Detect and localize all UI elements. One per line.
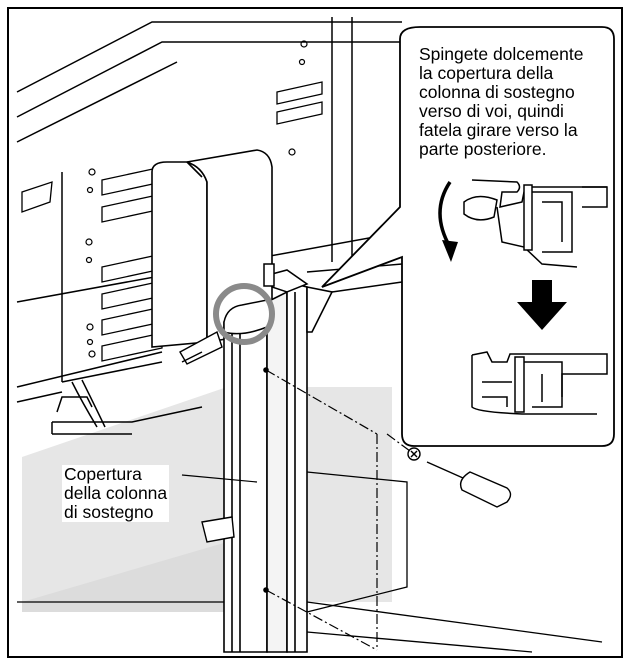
part-label: Copertura della colonna di sostegno bbox=[62, 464, 170, 522]
instruction-line: Spingete dolcemente bbox=[419, 44, 584, 64]
left-base bbox=[51, 379, 203, 435]
instruction-line: parte posteriore. bbox=[419, 139, 547, 159]
screw-guides bbox=[265, 369, 415, 651]
cross-section-after bbox=[471, 351, 608, 415]
label-leader bbox=[181, 474, 258, 483]
part-label-line: della colonna bbox=[64, 483, 168, 503]
screwdriver-icon bbox=[426, 461, 512, 508]
side-strap bbox=[179, 330, 235, 543]
floor-lines bbox=[17, 471, 603, 653]
instruction-line: fatela girare verso la bbox=[419, 120, 578, 140]
highlight-circle bbox=[213, 283, 275, 345]
part-label-line: di sostegno bbox=[64, 502, 154, 522]
instruction-line: colonna di sostegno bbox=[419, 82, 575, 102]
instruction-text: Spingete dolcemente la copertura della c… bbox=[419, 44, 621, 159]
column-cap bbox=[223, 263, 309, 335]
monitor-back-panel bbox=[16, 17, 403, 403]
part-label-line: Copertura bbox=[64, 464, 142, 484]
rotate-arrow-icon bbox=[438, 181, 458, 262]
cross-section-before bbox=[463, 179, 608, 268]
panel-holes bbox=[85, 40, 308, 358]
down-arrow-icon bbox=[517, 280, 567, 330]
assembly-illustration bbox=[16, 17, 615, 653]
instruction-line: verso di voi, quindi bbox=[419, 101, 564, 121]
callout-bubble bbox=[321, 26, 615, 447]
instruction-line: la copertura della bbox=[419, 63, 554, 83]
mounting-bracket bbox=[151, 149, 273, 348]
screw-icon bbox=[407, 447, 421, 461]
illustration-frame: Spingete dolcemente la copertura della c… bbox=[7, 7, 623, 658]
support-column bbox=[223, 280, 334, 653]
panel-slots bbox=[21, 81, 323, 362]
lower-shelf-shade bbox=[22, 542, 227, 612]
